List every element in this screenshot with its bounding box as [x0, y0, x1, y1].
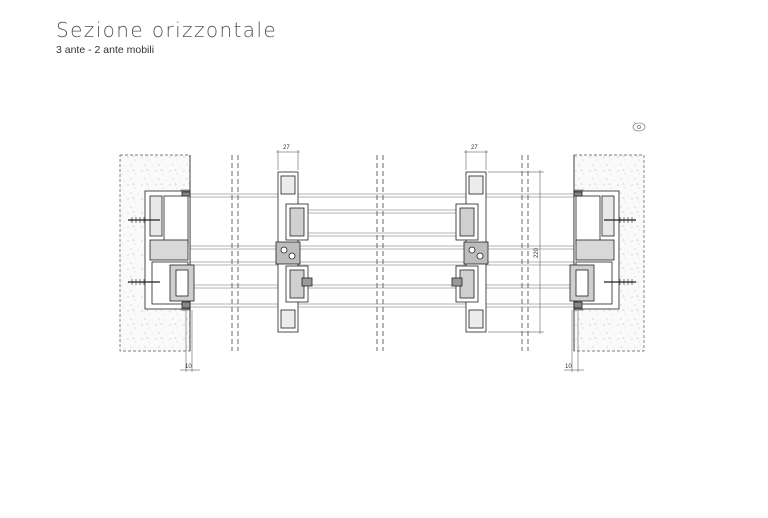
dim-gap-left-label: 10: [185, 364, 192, 370]
dim-gap-right: [564, 310, 584, 372]
dim-sash-left-label: 27: [283, 145, 290, 151]
dim-height: [488, 170, 544, 334]
glass-panes: [190, 193, 574, 308]
page-title: Sezione orizzontale: [56, 18, 278, 42]
left-anchor-screws: [128, 217, 160, 285]
dim-sash-right-label: 27: [471, 145, 478, 151]
page-subtitle: 3 ante - 2 ante mobili: [56, 44, 155, 56]
dim-sash-right: [464, 150, 488, 170]
break-lines: [231, 155, 529, 351]
eye-icon: [632, 121, 646, 132]
dim-height-label: 220: [534, 247, 540, 258]
right-frame-profile: [569, 190, 620, 310]
dim-sash-left: [276, 150, 300, 170]
left-moving-sash: [275, 171, 313, 333]
right-moving-sash: [451, 171, 489, 333]
dim-gap-right-label: 10: [565, 364, 572, 370]
left-frame-profile: [144, 190, 195, 310]
dim-gap-left: [180, 310, 200, 372]
right-anchor-screws: [604, 217, 636, 285]
